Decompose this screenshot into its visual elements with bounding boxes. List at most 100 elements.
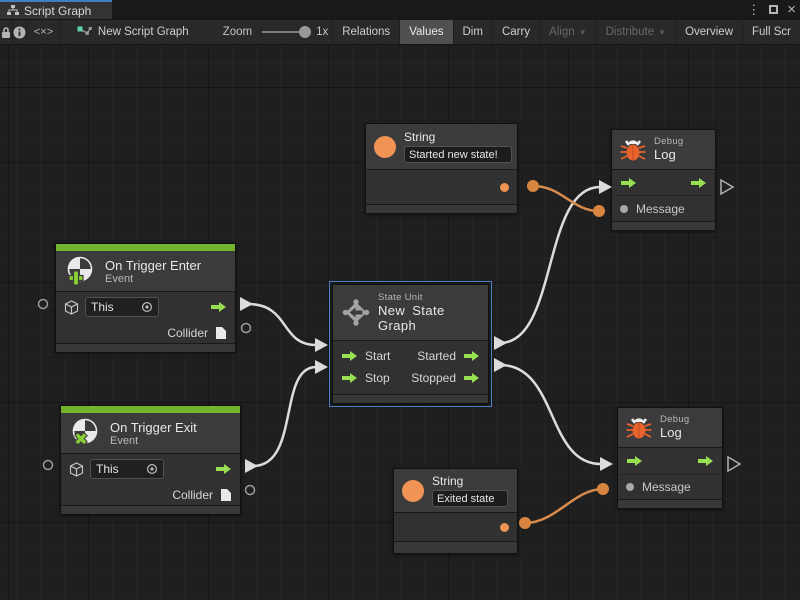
unconnected-port-circle[interactable] — [42, 459, 54, 471]
node-on-trigger-exit[interactable]: On Trigger Exit Event This Collider — [60, 405, 241, 515]
unconnected-port-circle[interactable] — [244, 484, 256, 496]
chevron-down-icon: ▼ — [658, 27, 667, 37]
node-footer — [612, 221, 715, 230]
wire-source-arrow — [240, 297, 253, 311]
wire-dest-arrow — [600, 457, 613, 471]
node-subtitle: Event — [105, 272, 134, 285]
flow-in-port[interactable] — [620, 177, 637, 189]
port-label-stop: Stop — [365, 371, 390, 385]
graph-tab-icon — [7, 5, 19, 15]
port-label-stopped: Stopped — [411, 371, 456, 385]
node-state-unit[interactable]: State Unit New State Graph Start Started… — [329, 281, 492, 407]
node-title: Log — [654, 147, 676, 162]
values-toggle[interactable]: Values — [399, 20, 453, 44]
target-value: This — [96, 462, 119, 476]
collider-label: Collider — [167, 325, 208, 340]
wire-stopped-to-log[interactable] — [499, 363, 602, 466]
dim-toggle[interactable]: Dim — [452, 20, 492, 44]
port-label-started: Started — [417, 349, 456, 363]
chevron-down-icon: ▼ — [578, 27, 587, 37]
wire-exit-to-stop[interactable] — [252, 365, 317, 468]
wire-string-to-message-top[interactable] — [532, 184, 600, 213]
distribute-dropdown[interactable]: Distribute ▼ — [595, 20, 676, 44]
value-wire-endpoint — [527, 180, 539, 192]
node-footer — [61, 505, 240, 514]
graph-toolbar: <×> New Script Graph Zoom 1x Relations V… — [0, 19, 800, 45]
file-icon[interactable] — [215, 326, 227, 340]
wire-enter-to-start[interactable] — [247, 302, 317, 347]
node-footer — [618, 499, 722, 508]
flow-out-port[interactable] — [697, 455, 714, 467]
message-input-port[interactable] — [620, 204, 628, 213]
node-title: Log — [660, 425, 682, 440]
zoom-slider-handle[interactable] — [299, 26, 312, 38]
overview-button[interactable]: Overview — [675, 20, 742, 44]
string-output-port[interactable] — [500, 522, 509, 532]
flow-out-port[interactable] — [463, 350, 480, 362]
zoom-slider[interactable] — [262, 26, 312, 38]
node-string-top[interactable]: String — [365, 123, 518, 214]
code-view-button[interactable]: <×> — [27, 20, 61, 44]
fullscreen-button[interactable]: Full Scr — [742, 20, 800, 44]
close-icon[interactable]: × — [787, 1, 796, 18]
target-icon[interactable] — [146, 463, 158, 475]
align-dropdown[interactable]: Align ▼ — [539, 20, 596, 44]
wire-dest-arrow — [315, 338, 328, 352]
node-debug-log-bottom[interactable]: Debug Log Message — [617, 407, 723, 509]
flow-out-port[interactable] — [690, 177, 707, 189]
file-icon[interactable] — [220, 488, 232, 502]
flow-in-port[interactable] — [626, 455, 643, 467]
target-object-field[interactable]: This — [90, 459, 164, 479]
string-value-input[interactable] — [432, 490, 508, 507]
tab-script-graph[interactable]: Script Graph — [0, 0, 112, 19]
node-title: New State Graph — [378, 303, 445, 333]
state-unit-icon — [342, 299, 370, 326]
graph-name-label: New Script Graph — [97, 26, 189, 38]
dim-label: Dim — [462, 26, 483, 38]
carry-toggle[interactable]: Carry — [491, 20, 539, 44]
message-input-port[interactable] — [626, 483, 634, 491]
unconnected-flow-triangle[interactable] — [727, 455, 742, 473]
bug-icon — [620, 139, 646, 160]
flow-in-port[interactable] — [341, 350, 358, 362]
window-menu-icon[interactable]: ⋮ — [747, 2, 761, 17]
node-string-bottom[interactable]: String — [393, 468, 518, 554]
unconnected-port-circle[interactable] — [37, 298, 49, 310]
string-value-input[interactable] — [404, 146, 512, 163]
align-label: Align — [549, 26, 575, 38]
node-title: On Trigger Exit — [110, 419, 197, 435]
string-output-port[interactable] — [500, 182, 509, 192]
flow-out-port[interactable] — [463, 372, 480, 384]
unconnected-port-circle[interactable] — [240, 322, 252, 334]
node-subtitle: Event — [110, 434, 139, 447]
event-accent-bar — [61, 406, 240, 413]
event-accent-bar — [56, 244, 235, 251]
node-on-trigger-enter[interactable]: On Trigger Enter Event This Collider — [55, 243, 236, 353]
flow-out-port[interactable] — [215, 463, 232, 475]
zoom-value: 1x — [316, 26, 329, 38]
lock-button[interactable] — [0, 20, 13, 44]
wire-source-arrow — [245, 459, 258, 473]
info-button[interactable] — [13, 20, 28, 44]
overview-label: Overview — [685, 26, 734, 38]
graph-name-button[interactable]: New Script Graph — [61, 20, 199, 44]
relations-label: Relations — [342, 26, 391, 38]
message-label: Message — [642, 480, 691, 494]
target-object-field[interactable]: This — [85, 297, 159, 317]
values-label: Values — [409, 26, 444, 38]
relations-toggle[interactable]: Relations — [332, 20, 399, 44]
info-icon — [13, 26, 26, 38]
message-label: Message — [636, 201, 685, 216]
unconnected-flow-triangle[interactable] — [720, 178, 735, 196]
flow-out-port[interactable] — [210, 301, 227, 313]
string-type-icon — [374, 135, 396, 158]
wire-string-to-message-bottom[interactable] — [524, 487, 604, 525]
graph-canvas[interactable]: String Debug Log — [0, 45, 800, 600]
cube-icon — [64, 299, 79, 315]
target-icon[interactable] — [141, 301, 153, 313]
maximize-icon[interactable] — [769, 5, 779, 14]
target-value: This — [91, 300, 114, 314]
wire-source-arrow — [494, 358, 507, 372]
node-debug-log-top[interactable]: Debug Log Message — [611, 129, 716, 231]
flow-in-port[interactable] — [341, 372, 358, 384]
